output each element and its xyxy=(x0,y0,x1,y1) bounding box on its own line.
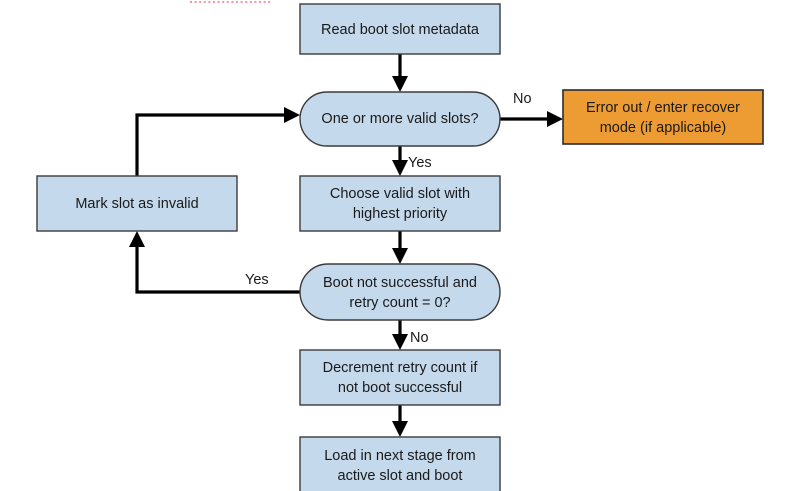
node-label-load-next-stage-line2: active slot and boot xyxy=(338,468,463,484)
connector-boot-check-yes-to-mark-invalid xyxy=(129,231,300,294)
connector-decrement-to-load-next-stage xyxy=(392,405,408,437)
node-label-boot-check-line2: retry count = 0? xyxy=(349,295,450,311)
node-label-error-out-line1: Error out / enter recover xyxy=(586,100,740,116)
node-label-decrement-line1: Decrement retry count if xyxy=(323,360,479,376)
node-label-load-next-stage-line1: Load in next stage from xyxy=(324,448,476,464)
node-label-read-boot-slot-metadata: Read boot slot metadata xyxy=(321,22,480,38)
node-label-one-or-more-valid-slots: One or more valid slots? xyxy=(321,111,478,127)
node-label-error-out-line2: mode (if applicable) xyxy=(600,120,727,136)
node-label-decrement-line2: not boot successful xyxy=(338,380,462,396)
node-read-boot-slot-metadata[interactable]: Read boot slot metadata xyxy=(299,3,501,55)
node-load-next-stage[interactable]: Load in next stage from active slot and … xyxy=(299,436,501,491)
edge-label-no-retry-remaining: No xyxy=(410,330,429,346)
node-boot-not-successful-retry-zero[interactable]: Boot not successful and retry count = 0? xyxy=(299,263,501,321)
node-label-mark-slot-as-invalid: Mark slot as invalid xyxy=(75,196,198,212)
node-error-out-enter-recover-mode[interactable]: Error out / enter recover mode (if appli… xyxy=(562,89,764,145)
connector-choose-to-boot-check xyxy=(392,231,408,264)
connector-valid-slots-yes-to-choose xyxy=(392,146,408,176)
connector-mark-invalid-to-valid-slots xyxy=(135,107,300,176)
connector-metadata-to-valid-slots xyxy=(392,54,408,92)
node-one-or-more-valid-slots[interactable]: One or more valid slots? xyxy=(299,91,501,147)
edge-label-yes-valid-slots: Yes xyxy=(408,155,432,171)
node-label-choose-valid-slot-line2: highest priority xyxy=(353,206,448,222)
node-choose-valid-slot[interactable]: Choose valid slot with highest priority xyxy=(299,175,501,232)
node-label-boot-check-line1: Boot not successful and xyxy=(323,275,477,291)
connector-boot-check-no-to-decrement xyxy=(392,320,408,350)
edge-label-no-valid-slots: No xyxy=(513,91,532,107)
node-decrement-retry-count[interactable]: Decrement retry count if not boot succes… xyxy=(299,349,501,406)
connector-valid-slots-no-to-error xyxy=(500,111,563,127)
node-label-choose-valid-slot-line1: Choose valid slot with xyxy=(330,186,470,202)
edge-label-yes-retry-exhausted: Yes xyxy=(245,272,269,288)
node-mark-slot-as-invalid[interactable]: Mark slot as invalid xyxy=(36,175,238,232)
